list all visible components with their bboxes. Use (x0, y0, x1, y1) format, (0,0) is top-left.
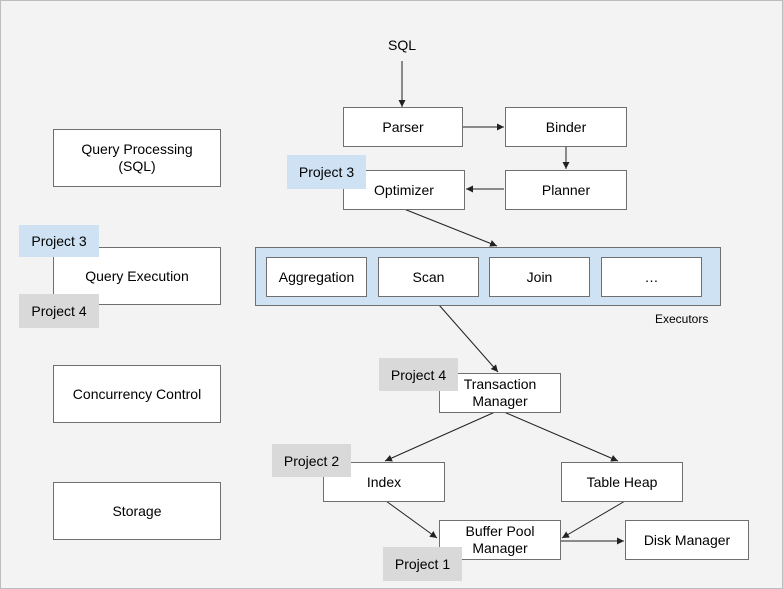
arrow-optimizer-to-executors (403, 208, 498, 247)
executor-more: … (601, 257, 702, 297)
parser-box: Parser (343, 107, 463, 147)
arrow-transaction-manager-to-table-heap (503, 411, 619, 462)
executor-scan: Scan (378, 257, 479, 297)
executor-join: Join (489, 257, 590, 297)
executors-caption: Executors (655, 312, 709, 326)
arrow-index-to-buffer-pool (385, 500, 438, 539)
executor-aggregation: Aggregation (266, 257, 367, 297)
sql-input-label: SQL (388, 37, 417, 53)
table-heap-box: Table Heap (561, 462, 683, 502)
layer-storage: Storage (53, 482, 221, 540)
layer-query-processing: Query Processing (SQL) (53, 129, 221, 187)
transaction-manager-box: Transaction Manager (439, 373, 561, 413)
project4-tag-query-execution: Project 4 (19, 294, 99, 328)
binder-box: Binder (505, 107, 627, 147)
planner-box: Planner (505, 170, 627, 210)
layer-concurrency-control: Concurrency Control (53, 365, 221, 423)
project3-tag-optimizer: Project 3 (287, 155, 366, 189)
arrow-scan-to-transaction-manager (431, 296, 499, 373)
index-box: Index (323, 462, 445, 502)
arrow-transaction-manager-to-index (384, 411, 496, 462)
project4-tag-transaction-manager: Project 4 (379, 358, 458, 391)
project1-tag-buffer-pool: Project 1 (383, 547, 462, 581)
arrow-table-heap-to-buffer-pool (561, 500, 626, 539)
optimizer-box: Optimizer (343, 170, 465, 210)
project3-tag-query-execution: Project 3 (19, 225, 99, 257)
buffer-pool-manager-box: Buffer Pool Manager (439, 520, 561, 560)
project2-tag-index: Project 2 (272, 444, 351, 477)
disk-manager-box: Disk Manager (625, 520, 749, 560)
